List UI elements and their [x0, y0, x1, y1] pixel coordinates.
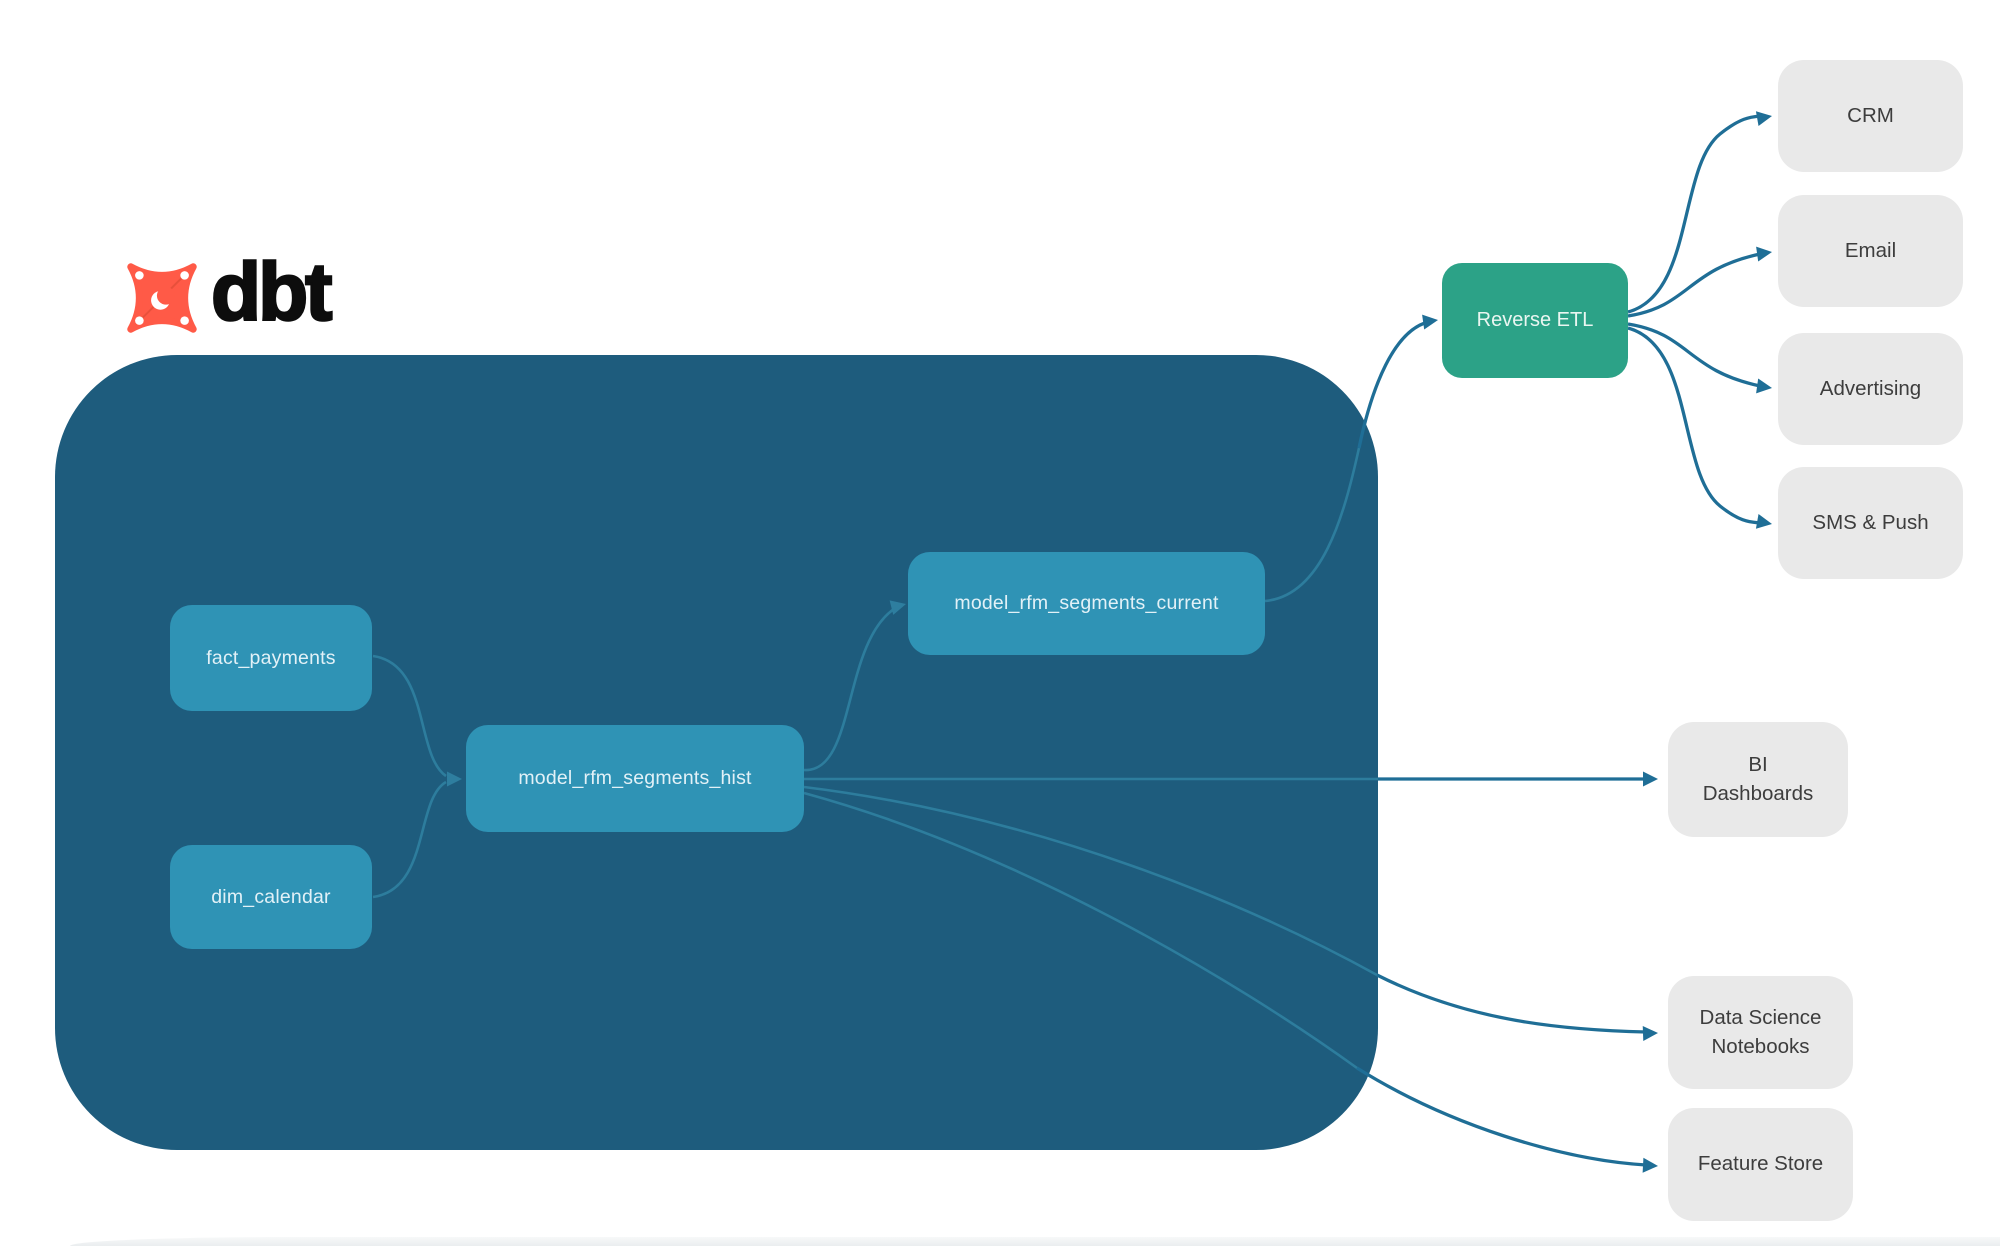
edge-etl-to-sms [1627, 326, 1761, 525]
node-model-rfm-segments-current: model_rfm_segments_current [908, 552, 1265, 655]
edge-current-to-etl [1357, 320, 1429, 449]
arrowhead-into-fs [1642, 1157, 1658, 1173]
dest-data-science-notebooks: Data Science Notebooks [1668, 976, 1853, 1089]
arrowhead-into-advertising [1756, 378, 1772, 394]
edge-etl-to-crm [1627, 114, 1761, 314]
dest-bi-dashboards: BI Dashboards [1668, 722, 1848, 837]
dbt-logo-wordmark: dbt [210, 247, 334, 338]
edge-hist-to-ds [1376, 973, 1647, 1034]
edge-hist-to-fs [1356, 1066, 1647, 1167]
dest-crm: CRM [1778, 60, 1963, 172]
node-fact-payments: fact_payments [170, 605, 372, 711]
dbt-logo-icon [127, 263, 197, 333]
dest-email: Email [1778, 195, 1963, 307]
dest-advertising: Advertising [1778, 333, 1963, 445]
edge-etl-to-advertising [1627, 322, 1761, 388]
arrowhead-into-bi [1643, 771, 1658, 787]
dbt-logo: dbt [123, 247, 334, 338]
node-model-rfm-segments-hist: model_rfm_segments_hist [466, 725, 804, 832]
dest-feature-store: Feature Store [1668, 1108, 1853, 1221]
arrowhead-into-reverse-etl [1422, 314, 1438, 330]
edge-etl-to-email [1627, 252, 1761, 318]
arrowhead-into-email [1756, 246, 1772, 262]
node-dim-calendar: dim_calendar [170, 845, 372, 949]
arrowhead-into-sms [1755, 514, 1772, 529]
dest-sms-push: SMS & Push [1778, 467, 1963, 579]
next-section-edge [70, 1237, 2000, 1246]
arrowhead-into-crm [1755, 111, 1772, 126]
node-reverse-etl: Reverse ETL [1442, 263, 1628, 378]
arrowhead-into-ds [1642, 1026, 1658, 1042]
